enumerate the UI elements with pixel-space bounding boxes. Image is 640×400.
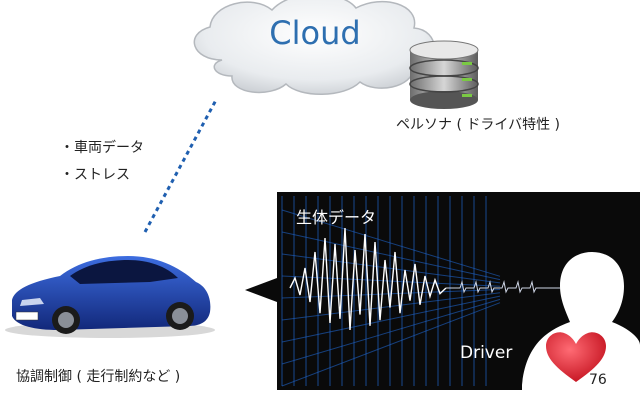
grid-line [281,302,501,387]
persona-label: ペルソナ ( ドライバ特性 ) [396,117,560,133]
grid-line [281,275,501,287]
grid-line [281,231,501,281]
grid-line [281,298,501,365]
database-icon [409,40,479,109]
list-item-stress: ストレス [60,162,144,189]
ecg-waveform [289,227,447,331]
connection-dotted-line [143,99,218,233]
sports-car-image [5,256,215,338]
grid-line [281,292,501,321]
cooperative-control-label: 協調制御 ( 走行制約など ) [16,369,181,385]
ecg-flatline [446,280,560,294]
cloud-shape [193,0,435,95]
vehicle-data-list: 車両データ ストレス [60,135,144,189]
grid-line [281,295,501,343]
grid-line [281,209,501,277]
heart-icon [546,332,606,382]
biometric-title: 生体データ [296,208,377,227]
grid-line [281,253,501,284]
heart-rate-value: 76 [589,372,607,388]
cloud-label: Cloud [269,14,361,52]
list-item-vehicle-data: 車両データ [60,135,144,162]
driver-label: Driver [460,343,513,363]
